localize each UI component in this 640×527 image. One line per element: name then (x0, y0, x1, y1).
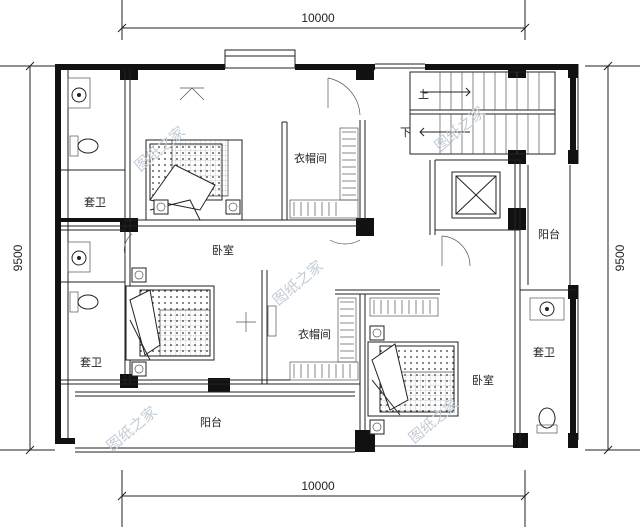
dimension-right: 9500 (585, 61, 640, 455)
label-closet-bottom: 衣帽间 (298, 327, 331, 341)
bed-top (145, 139, 243, 221)
bed-right (367, 325, 459, 435)
label-closet-top: 衣帽间 (294, 151, 327, 165)
balcony-right-rail (527, 165, 571, 285)
label-balcony-right: 阳台 (538, 227, 560, 241)
label-bath-right: 套卫 (533, 346, 555, 359)
dimension-right-label: 9500 (613, 244, 627, 271)
dimension-top-label: 10000 (301, 11, 335, 25)
bath-mid-fixtures (67, 241, 99, 313)
label-bath-top: 套卫 (84, 196, 106, 209)
bed-left (125, 267, 215, 377)
dimension-left-label: 9500 (11, 244, 25, 271)
label-bedroom-right: 卧室 (472, 373, 494, 387)
label-bath-mid: 套卫 (80, 356, 102, 369)
doors (124, 77, 471, 267)
elevator (451, 171, 501, 219)
dimension-bottom: 10000 (117, 470, 530, 527)
bath-right-fixtures (529, 297, 565, 434)
label-balcony-bottom: 阳台 (200, 415, 222, 429)
stair-up-label: 上 (418, 88, 429, 101)
closet-bottom-rails (289, 297, 439, 381)
staircase: 上 下 (400, 71, 556, 155)
interior-walls (61, 70, 575, 445)
balcony-bottom-rail (75, 391, 355, 397)
bath-top-fixtures (67, 77, 99, 157)
dimension-top: 10000 (117, 0, 530, 40)
dimension-bottom-label: 10000 (301, 479, 335, 493)
stair-down-label: 下 (400, 126, 411, 139)
label-bedroom-left: 卧室 (212, 243, 234, 257)
closet-top-rails (289, 127, 359, 219)
room-labels: 卧室 卧室 衣帽间 衣帽间 套卫 套卫 套卫 阳台 阳台 (80, 151, 560, 429)
watermark-3: 图纸之家 (269, 257, 327, 309)
ceiling-lights (179, 87, 277, 337)
dimension-left: 9500 (0, 61, 55, 455)
watermark-4: 图纸之家 (103, 403, 161, 455)
watermark-2: 图纸之家 (431, 103, 489, 155)
